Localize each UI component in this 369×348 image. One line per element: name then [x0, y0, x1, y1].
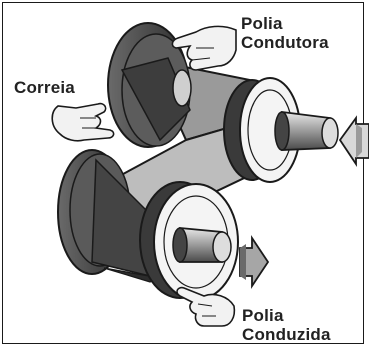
driver-pulley-label-line1: Polia: [241, 14, 329, 33]
driven-pulley-label-line2: Conduzida: [242, 325, 331, 344]
belt-label: Correia: [14, 78, 75, 97]
driver-pulley-label-line2: Condutora: [241, 33, 329, 52]
driven-pulley-label: Polia Conduzida: [242, 306, 331, 344]
right-pulley: [224, 78, 338, 182]
driven-pulley: [140, 182, 238, 300]
pointing-hand-icon: [52, 104, 113, 141]
driver-pulley-label: Polia Condutora: [241, 14, 329, 52]
driven-pulley-label-line1: Polia: [242, 306, 331, 325]
arrow-icon: [240, 238, 268, 286]
arrow-icon: [340, 118, 369, 164]
